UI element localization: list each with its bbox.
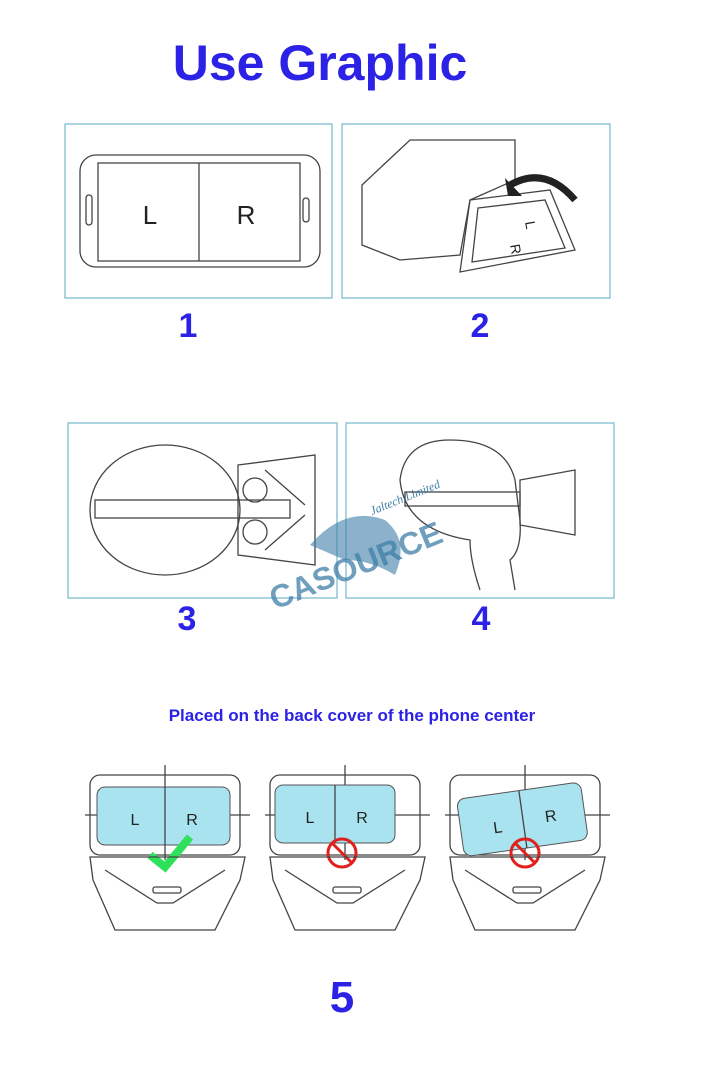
svg-text:L: L: [492, 819, 503, 837]
step-1-panel: L R: [64, 123, 333, 299]
step-number: 4: [472, 600, 491, 638]
phone-outline: [79, 154, 321, 268]
prohibited-icon: [509, 837, 541, 869]
checkmark-icon: [147, 834, 194, 873]
step-number: 1: [179, 307, 198, 345]
svg-text:L: L: [306, 810, 315, 827]
example-wrong-tilted: L R: [445, 765, 610, 931]
step-2-panel: L R: [341, 123, 611, 299]
step-number: 3: [178, 600, 197, 638]
left-label: L: [143, 200, 157, 230]
page-title: Use Graphic: [173, 35, 468, 91]
step-5-caption: Placed on the back cover of the phone ce…: [169, 706, 536, 725]
right-label: R: [507, 243, 525, 256]
step-3-panel: [67, 422, 338, 599]
example-correct: L R: [85, 765, 250, 931]
right-label: R: [237, 200, 256, 230]
step-number: 5: [330, 973, 354, 1022]
marlin-icon: [310, 515, 401, 575]
example-wrong-offset: L R: [265, 765, 430, 931]
svg-text:L: L: [131, 812, 140, 829]
svg-text:R: R: [544, 808, 558, 826]
svg-text:R: R: [356, 810, 368, 827]
svg-text:R: R: [186, 812, 198, 829]
prohibited-icon: [326, 837, 358, 869]
left-label: L: [522, 220, 539, 231]
step-number: 2: [471, 307, 490, 345]
